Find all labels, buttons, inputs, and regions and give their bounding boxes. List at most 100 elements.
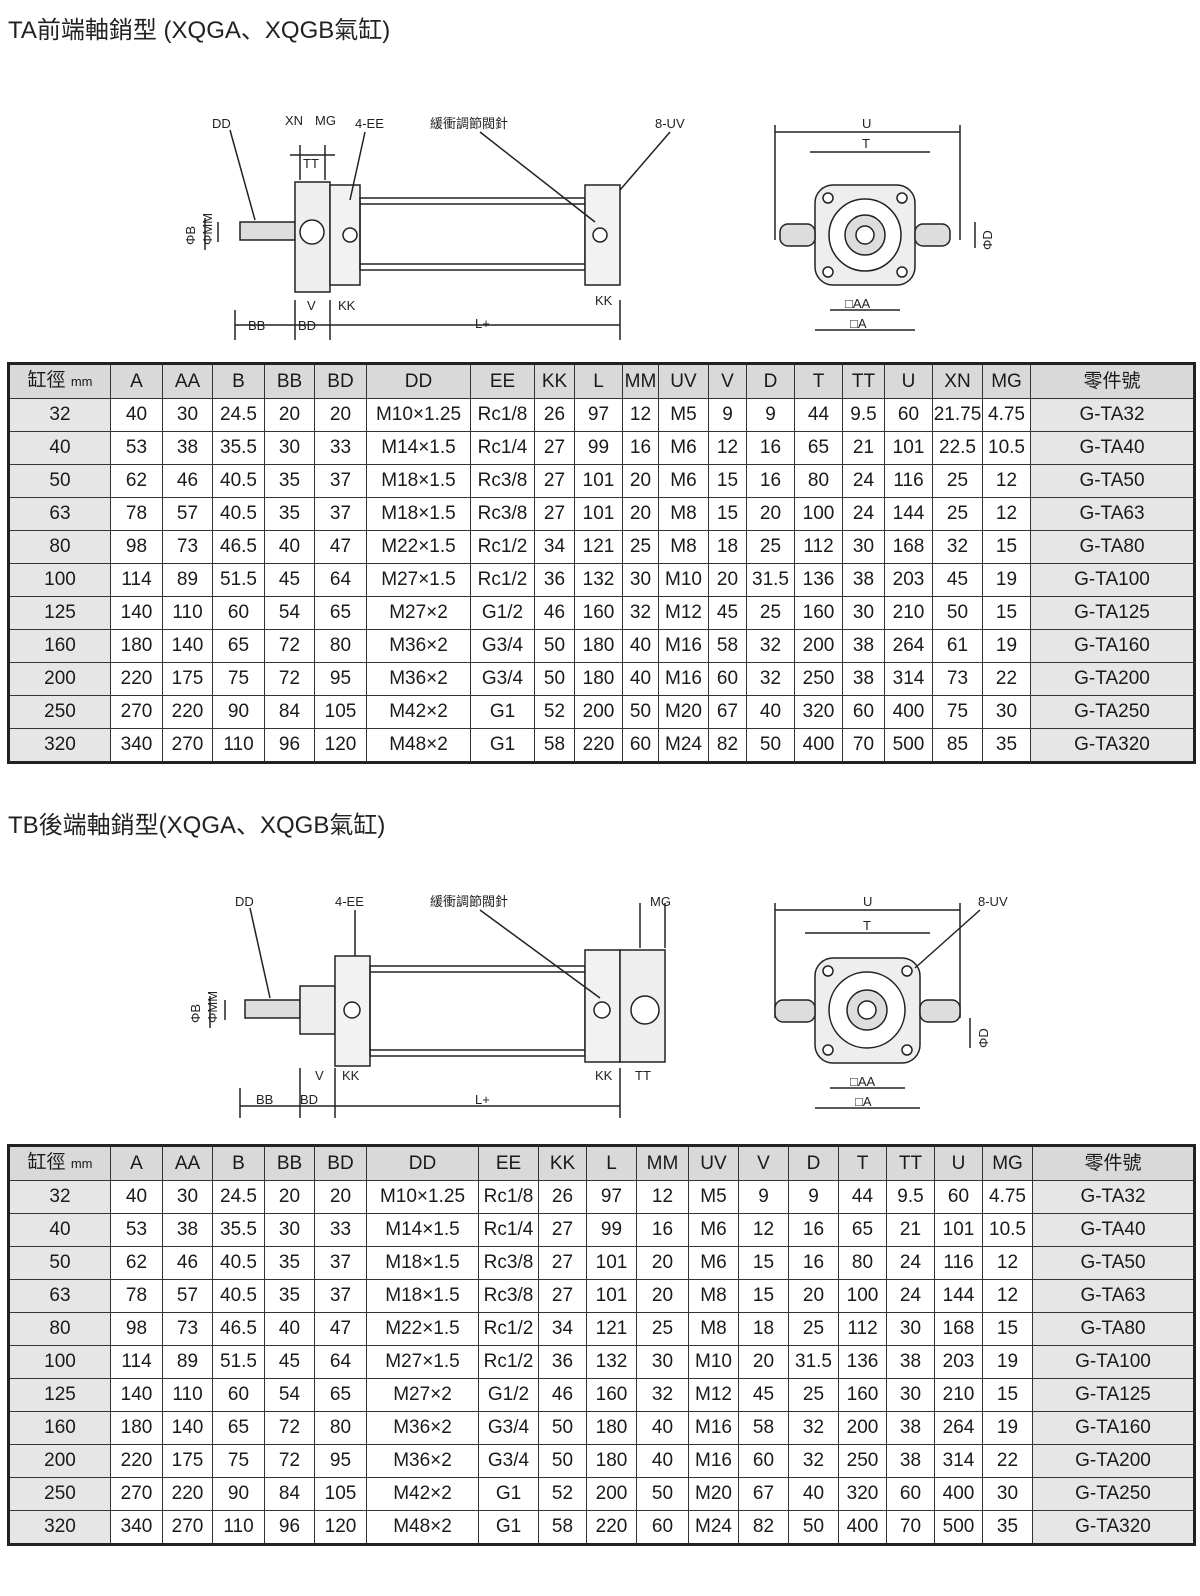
table-cell: 34 <box>534 530 575 564</box>
table-cell: 180 <box>586 1411 637 1445</box>
table-cell: M16 <box>688 1411 739 1445</box>
table-cell: Rc1/2 <box>470 563 535 597</box>
table-cell: Rc3/8 <box>478 1279 539 1313</box>
table-cell: 52 <box>538 1477 587 1511</box>
tb-label-d: ΦD <box>976 1028 991 1048</box>
table-cell: 112 <box>794 530 843 564</box>
table-cell: 58 <box>708 629 747 663</box>
table-cell: 60 <box>622 728 659 763</box>
table-cell: 140 <box>110 1378 163 1412</box>
table-cell: 132 <box>574 563 623 597</box>
table-cell: 80 <box>794 464 843 498</box>
bore-cell: 80 <box>8 1312 111 1346</box>
table-cell: 12 <box>982 1246 1033 1280</box>
table-cell: 51.5 <box>212 1345 265 1379</box>
table-cell: 35 <box>264 464 315 498</box>
table-cell: 203 <box>934 1345 983 1379</box>
table-cell: 27 <box>534 431 575 465</box>
table-cell: M36×2 <box>366 662 471 696</box>
table-cell: G1 <box>470 695 535 729</box>
table-cell: M18×1.5 <box>366 1246 479 1280</box>
table-cell: 340 <box>110 1510 163 1545</box>
table-cell: 21.75 <box>932 398 983 432</box>
part-number-cell: G-TA32 <box>1030 398 1195 432</box>
table-cell: 12 <box>708 431 747 465</box>
table-cell: Rc1/2 <box>478 1345 539 1379</box>
table-cell: 180 <box>110 1411 163 1445</box>
ta-header-cell: MG <box>982 363 1031 399</box>
table-cell: M27×1.5 <box>366 1345 479 1379</box>
part-number-cell: G-TA80 <box>1032 1312 1195 1346</box>
table-cell: M5 <box>658 398 709 432</box>
table-cell: 47 <box>314 1312 367 1346</box>
tb-label-l: L+ <box>475 1092 490 1107</box>
ta-header-cell: L <box>574 363 623 399</box>
table-cell: 24 <box>842 497 885 531</box>
table-cell: 9 <box>788 1180 839 1214</box>
table-cell: 105 <box>314 695 367 729</box>
tb-label-uv: 8-UV <box>978 894 1008 909</box>
table-cell: M36×2 <box>366 629 471 663</box>
table-cell: 175 <box>162 662 213 696</box>
table-cell: M20 <box>658 695 709 729</box>
part-number-cell: G-TA32 <box>1032 1180 1195 1214</box>
table-cell: 101 <box>574 497 623 531</box>
ta-label-cushion: 緩衝調節閥針 <box>430 116 508 131</box>
part-number-cell: G-TA80 <box>1030 530 1195 564</box>
tb-header-cell: EE <box>478 1145 539 1181</box>
table-cell: 210 <box>884 596 933 630</box>
tb-header-cell: DD <box>366 1145 479 1181</box>
table-cell: 15 <box>708 464 747 498</box>
bore-cell: 50 <box>8 1246 111 1280</box>
table-cell: 50 <box>538 1411 587 1445</box>
table-cell: 250 <box>838 1444 887 1478</box>
table-cell: 320 <box>794 695 843 729</box>
table-cell: 40 <box>622 629 659 663</box>
table-cell: G3/4 <box>470 629 535 663</box>
table-cell: G1 <box>478 1510 539 1545</box>
tb-label-kk: KK <box>342 1068 360 1083</box>
ta-header-cell: V <box>708 363 747 399</box>
table-cell: 64 <box>314 563 367 597</box>
table-cell: 50 <box>932 596 983 630</box>
table-cell: 180 <box>586 1444 637 1478</box>
tb-label-tt: TT <box>635 1068 651 1083</box>
table-cell: 37 <box>314 497 367 531</box>
table-cell: M6 <box>688 1246 739 1280</box>
table-cell: 20 <box>264 1180 315 1214</box>
table-cell: 15 <box>982 596 1031 630</box>
table-cell: 101 <box>934 1213 983 1247</box>
tb-label-dd: DD <box>235 894 254 909</box>
table-cell: M24 <box>658 728 709 763</box>
table-cell: 57 <box>162 1279 213 1313</box>
table-cell: 61 <box>932 629 983 663</box>
ta-header-cell: AA <box>162 363 213 399</box>
table-cell: 34 <box>538 1312 587 1346</box>
ta-header-cell: 零件號 <box>1030 363 1195 399</box>
table-cell: 85 <box>932 728 983 763</box>
table-cell: G1/2 <box>470 596 535 630</box>
table-cell: 30 <box>842 596 885 630</box>
table-cell: 97 <box>586 1180 637 1214</box>
table-cell: 70 <box>886 1510 935 1545</box>
table-cell: 50 <box>534 662 575 696</box>
table-cell: 140 <box>162 1411 213 1445</box>
table-cell: 50 <box>636 1477 689 1511</box>
table-cell: 9 <box>708 398 747 432</box>
ta-label-u: U <box>862 116 871 131</box>
ta-header-cell: D <box>746 363 795 399</box>
tb-label-bd: BD <box>300 1092 318 1107</box>
table-cell: 40.5 <box>212 1279 265 1313</box>
bore-cell: 200 <box>8 1444 111 1478</box>
ta-label-mm: ΦMM <box>200 213 215 245</box>
ta-header-cell: KK <box>534 363 575 399</box>
tb-header-cell: T <box>838 1145 887 1181</box>
table-cell: 32 <box>622 596 659 630</box>
table-cell: 78 <box>110 1279 163 1313</box>
tb-section-title: TB後端軸銷型(XQGA、XQGB氣缸) <box>8 812 386 839</box>
table-cell: 21 <box>842 431 885 465</box>
